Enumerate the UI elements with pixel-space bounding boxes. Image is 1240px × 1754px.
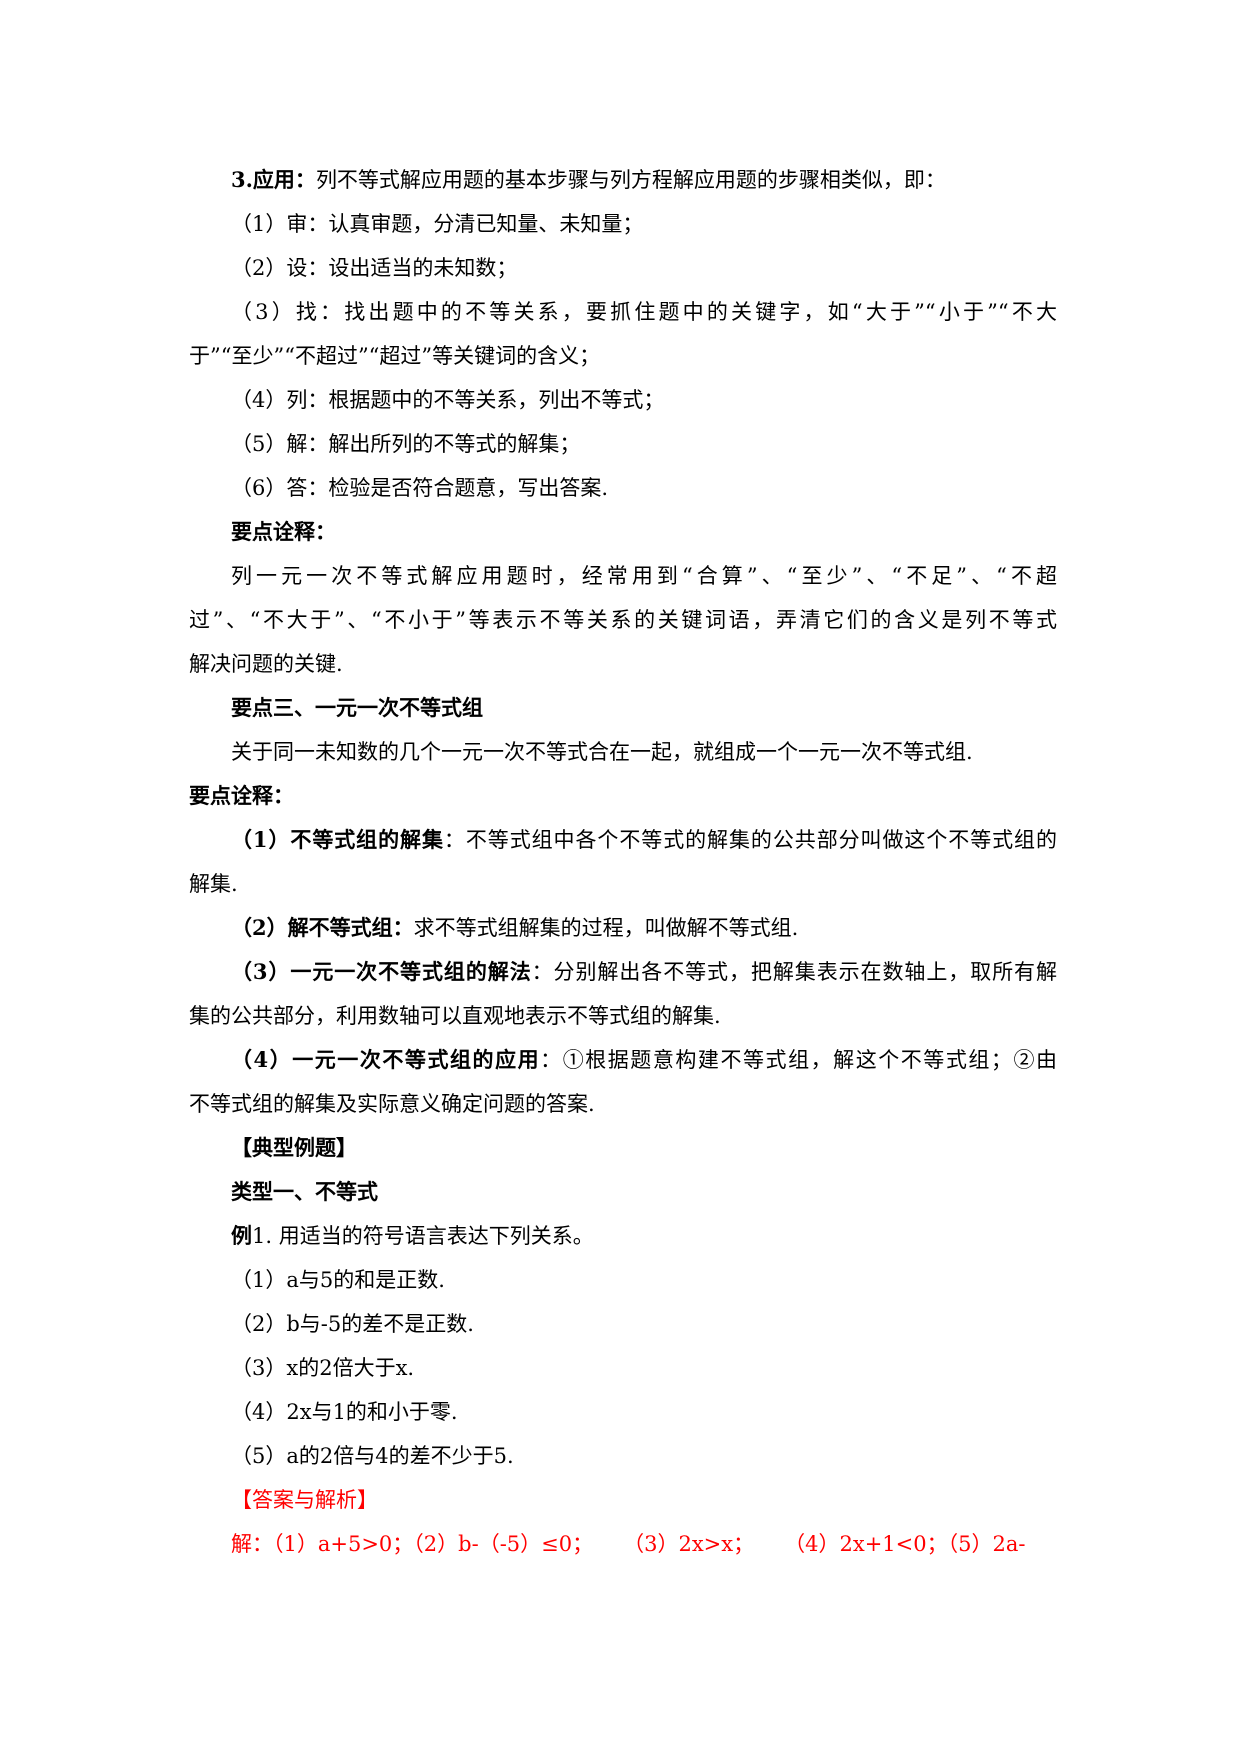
note-item-title: （4）一元一次不等式组的应用 — [231, 1047, 541, 1072]
note-text-line: 过”、“不大于”、“不小于”等表示不等关系的关键词语，弄清它们的含义是列不等式 — [189, 608, 1057, 632]
note-item-text: ：不等式组中各个不等式的解集的公共部分叫做这个不等式组的 — [443, 828, 1057, 852]
example-one-line: 例1. 用适当的符号语言表达下列关系。 — [189, 1214, 1057, 1258]
application-title: 3.应用： — [231, 167, 316, 192]
note-item-title: （2）解不等式组： — [231, 915, 414, 940]
section-three-text: 关于同一未知数的几个一元一次不等式合在一起，就组成一个一元一次不等式组. — [231, 740, 973, 764]
note-item-cont: 集的公共部分，利用数轴可以直观地表示不等式组的解集. — [189, 1004, 721, 1028]
example-label: 例 — [231, 1223, 252, 1248]
note-item-line: （4）一元一次不等式组的应用：①根据题意构建不等式组，解这个不等式组；②由 — [189, 1038, 1057, 1082]
example-item: （5）a的2倍与4的差不少于5. — [231, 1444, 514, 1468]
step-line: （6）答：检验是否符合题意，写出答案. — [231, 476, 609, 500]
page-content: 3.应用：列不等式解应用题的基本步骤与列方程解应用题的步骤相类似，即： （1）审… — [189, 158, 1057, 1566]
answer-part: 解：（1）a+5>0；（2）b-（-5）≤0； — [231, 1532, 594, 1556]
note-item-line: （2）解不等式组：求不等式组解集的过程，叫做解不等式组. — [189, 906, 1057, 950]
step-line: （1）审：认真审题，分清已知量、未知量； — [231, 212, 644, 236]
note-item-text: ：①根据题意构建不等式组，解这个不等式组；②由 — [540, 1048, 1057, 1072]
section-three-title: 要点三、一元一次不等式组 — [231, 695, 483, 720]
note-item-line: （3）一元一次不等式组的解法：分别解出各不等式，把解集表示在数轴上，取所有解 — [189, 950, 1057, 994]
note-item-cont: 不等式组的解集及实际意义确定问题的答案. — [189, 1092, 595, 1116]
step-line: 于”“至少”“不超过”“超过”等关键词的含义； — [189, 344, 601, 368]
application-heading-line: 3.应用：列不等式解应用题的基本步骤与列方程解应用题的步骤相类似，即： — [189, 158, 1057, 202]
example-item: （2）b与-5的差不是正数. — [231, 1312, 474, 1336]
answer-line: 解：（1）a+5>0；（2）b-（-5）≤0； （3）2x>x； （4）2x+1<0… — [189, 1522, 1057, 1566]
note-item-line: （1）不等式组的解集：不等式组中各个不等式的解集的公共部分叫做这个不等式组的 — [189, 818, 1057, 862]
step-line: （3）找：找出题中的不等关系，要抓住题中的关键字，如“大于”“小于”“不大 — [231, 300, 1057, 324]
application-text: 列不等式解应用题的基本步骤与列方程解应用题的步骤相类似，即： — [315, 168, 946, 192]
step-line: （4）列：根据题中的不等关系，列出不等式； — [231, 388, 665, 412]
example-item: （1）a与5的和是正数. — [231, 1268, 445, 1292]
example-item: （3）x的2倍大于x. — [231, 1356, 415, 1380]
step-line: （5）解：解出所列的不等式的解集； — [231, 432, 581, 456]
note-text-line: 解决问题的关键. — [189, 652, 343, 676]
note-item-text: ：分别解出各不等式，把解集表示在数轴上，取所有解 — [531, 960, 1057, 984]
note-item-title: （1）不等式组的解集 — [231, 827, 444, 852]
type-one-title: 类型一、不等式 — [231, 1179, 378, 1204]
step-line: （2）设：设出适当的未知数； — [231, 256, 518, 280]
note-item-title: （3）一元一次不等式组的解法 — [231, 959, 532, 984]
note-title: 要点诠释： — [231, 519, 336, 544]
examples-header: 【典型例题】 — [231, 1135, 357, 1160]
example-item: （4）2x与1的和小于零. — [231, 1400, 458, 1424]
answer-part: （4）2x+1<0；（5）2a- — [784, 1532, 1026, 1556]
note-text-line: 列一元一次不等式解应用题时，经常用到“合算”、“至少”、“不足”、“不超 — [231, 564, 1057, 588]
note-item-text: 求不等式组解集的过程，叫做解不等式组. — [413, 916, 799, 940]
note-title: 要点诠释： — [189, 783, 294, 808]
note-item-cont: 解集. — [189, 872, 238, 896]
answer-header: 【答案与解析】 — [231, 1488, 378, 1512]
example-text: 1. 用适当的符号语言表达下列关系。 — [252, 1224, 594, 1248]
answer-part: （3）2x>x； — [623, 1532, 755, 1556]
